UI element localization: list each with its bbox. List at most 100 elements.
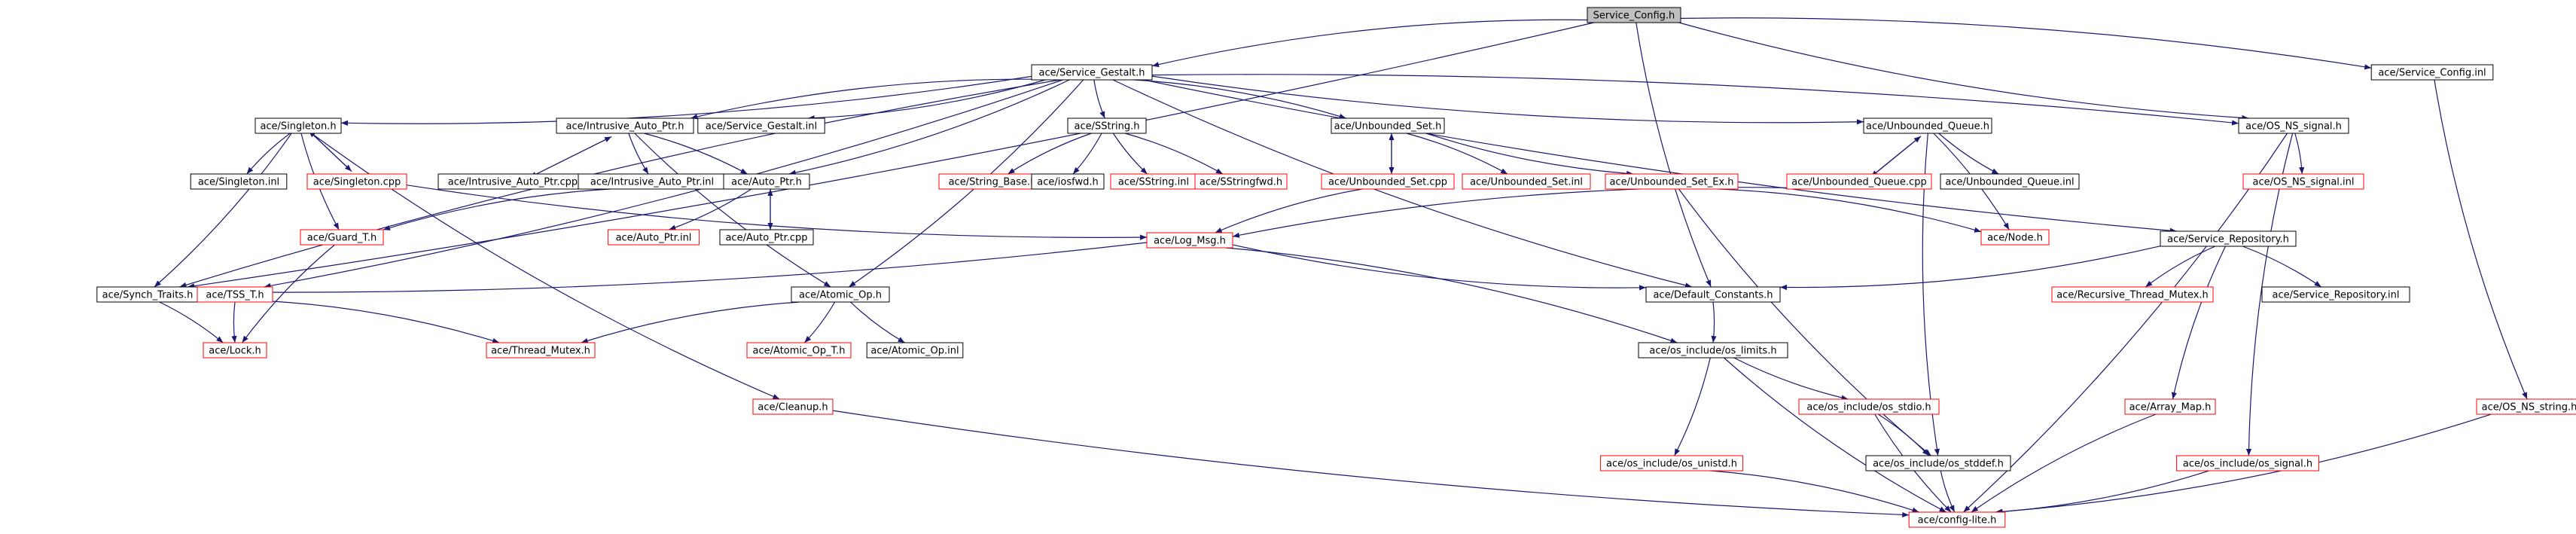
node-service_repository_inl[interactable]: ace/Service_Repository.inl bbox=[2261, 286, 2410, 303]
edge-line bbox=[1008, 133, 1092, 175]
edge-os_limits_h-to-config_lite_h bbox=[1724, 357, 1946, 513]
node-os_ns_string_h[interactable]: ace/OS_NS_string.h bbox=[2476, 398, 2576, 415]
node-auto_ptr_cpp[interactable]: ace/Auto_Ptr.cpp bbox=[719, 229, 814, 246]
node-sstring_h[interactable]: ace/SString.h bbox=[1067, 117, 1147, 134]
node-cleanup_h[interactable]: ace/Cleanup.h bbox=[752, 398, 834, 415]
edge-os_stdio_h-to-os_stddef_h bbox=[1877, 413, 1930, 456]
node-label: ace/Unbounded_Set.cpp bbox=[1328, 177, 1447, 188]
edge-unbounded_set_ex_h-to-node_h bbox=[1718, 188, 1982, 233]
edge-service_gestalt_h-to-unbounded_set_h bbox=[1133, 79, 1346, 119]
node-singleton_inl[interactable]: ace/Singleton.inl bbox=[190, 173, 288, 190]
edge-line bbox=[2171, 246, 2227, 400]
node-service_gestalt_h[interactable]: ace/Service_Gestalt.h bbox=[1031, 64, 1153, 81]
edge-service_gestalt_h-to-intrusive_auto_ptr_h bbox=[690, 78, 1032, 120]
node-box bbox=[1587, 7, 1681, 23]
node-guard_t_h[interactable]: ace/Guard_T.h bbox=[300, 229, 384, 246]
node-box bbox=[866, 342, 964, 359]
edge-line bbox=[788, 79, 1070, 175]
node-synch_traits_h[interactable]: ace/Synch_Traits.h bbox=[96, 286, 199, 303]
edge-line bbox=[803, 301, 836, 343]
node-unbounded_set_cpp[interactable]: ace/Unbounded_Set.cpp bbox=[1321, 173, 1455, 190]
node-sstring_inl[interactable]: ace/SString.inl bbox=[1110, 173, 1197, 190]
node-intrusive_auto_ptr_cpp[interactable]: ace/Intrusive_Auto_Ptr.cpp bbox=[437, 173, 588, 190]
node-intrusive_auto_ptr_h[interactable]: ace/Intrusive_Auto_Ptr.h bbox=[556, 117, 694, 134]
node-atomic_op_h[interactable]: ace/Atomic_Op.h bbox=[791, 286, 890, 303]
node-os_ns_signal_inl[interactable]: ace/OS_NS_signal.inl bbox=[2242, 173, 2364, 190]
edge-sstring_h-to-sstringfwd_h bbox=[1124, 133, 1224, 175]
node-array_map_h[interactable]: ace/Array_Map.h bbox=[2124, 398, 2216, 415]
node-unbounded_set_inl[interactable]: ace/Unbounded_Set.inl bbox=[1462, 173, 1591, 190]
node-box bbox=[1321, 173, 1455, 190]
node-label: ace/Intrusive_Auto_Ptr.cpp bbox=[448, 177, 578, 188]
edge-line bbox=[1963, 133, 2288, 513]
node-label: ace/Synch_Traits.h bbox=[102, 290, 194, 301]
node-service_gestalt_inl[interactable]: ace/Service_Gestalt.inl bbox=[697, 117, 825, 134]
edge-os_ns_string_h-to-config_lite_h bbox=[1995, 413, 2492, 514]
node-os_stddef_h[interactable]: ace/os_include/os_stddef.h bbox=[1865, 455, 2011, 471]
node-iosfwd_h[interactable]: ace/iosfwd.h bbox=[1031, 173, 1105, 190]
edge-os_ns_signal_h-to-config_lite_h bbox=[1963, 133, 2288, 513]
node-unbounded_queue_inl[interactable]: ace/Unbounded_Queue.inl bbox=[1940, 173, 2080, 190]
edge-sstring_h-to-iosfwd_h bbox=[1072, 133, 1102, 175]
node-intrusive_auto_ptr_inl[interactable]: ace/Intrusive_Auto_Ptr.inl bbox=[578, 173, 727, 190]
node-box bbox=[2238, 117, 2349, 134]
node-box bbox=[2370, 64, 2494, 81]
edge-default_constants_h-to-os_limits_h bbox=[1711, 301, 1717, 343]
node-sstringfwd_h[interactable]: ace/SStringfwd.h bbox=[1194, 173, 1288, 190]
node-thread_mutex_h[interactable]: ace/Thread_Mutex.h bbox=[486, 342, 596, 359]
edge-auto_ptr_h-to-auto_ptr_inl bbox=[669, 188, 752, 230]
node-recursive_thread_mutex_h[interactable]: ace/Recursive_Thread_Mutex.h bbox=[2051, 286, 2214, 303]
node-os_unistd_h[interactable]: ace/os_include/os_unistd.h bbox=[1600, 455, 1743, 471]
edge-service_gestalt_h-to-default_constants_h bbox=[1112, 79, 1693, 288]
edge-line bbox=[807, 79, 1046, 121]
node-unbounded_set_h[interactable]: ace/Unbounded_Set.h bbox=[1331, 117, 1445, 134]
node-label: ace/Unbounded_Queue.h bbox=[1866, 121, 1989, 133]
edge-line bbox=[669, 188, 752, 230]
node-label: ace/Unbounded_Queue.cpp bbox=[1791, 177, 1926, 188]
edge-line bbox=[1124, 133, 1224, 175]
node-singleton_h[interactable]: ace/Singleton.h bbox=[255, 117, 342, 134]
node-tss_t_h[interactable]: ace/TSS_T.h bbox=[197, 286, 273, 303]
node-label: ace/Guard_T.h bbox=[307, 233, 376, 244]
node-unbounded_set_ex_h[interactable]: ace/Unbounded_Set_Ex.h bbox=[1605, 173, 1739, 190]
node-service_config_inl[interactable]: ace/Service_Config.inl bbox=[2370, 64, 2494, 81]
node-unbounded_queue_h[interactable]: ace/Unbounded_Queue.h bbox=[1863, 117, 1992, 134]
node-box bbox=[2051, 286, 2214, 303]
edge-line bbox=[1877, 413, 1930, 456]
node-unbounded_queue_cpp[interactable]: ace/Unbounded_Queue.cpp bbox=[1786, 173, 1932, 190]
node-os_limits_h[interactable]: ace/os_include/os_limits.h bbox=[1638, 342, 1788, 359]
node-config_lite_h[interactable]: ace/config-lite.h bbox=[1908, 511, 2006, 528]
node-os_ns_signal_h[interactable]: ace/OS_NS_signal.h bbox=[2238, 117, 2349, 134]
edge-sstring_h-to-sstring_inl bbox=[1112, 133, 1148, 175]
edge-line bbox=[1143, 79, 2177, 233]
edge-os_limits_h-to-os_unistd_h bbox=[1674, 357, 1711, 456]
node-label: ace/String_Base.h bbox=[949, 177, 1037, 188]
node-node_h[interactable]: ace/Node.h bbox=[1980, 229, 2050, 246]
node-service_repository_h[interactable]: ace/Service_Repository.h bbox=[2160, 230, 2297, 247]
node-box bbox=[2160, 230, 2297, 247]
node-label: ace/OS_NS_signal.h bbox=[2245, 121, 2342, 133]
edge-line bbox=[1232, 187, 1788, 238]
node-box bbox=[719, 229, 814, 246]
node-atomic_op_t_h[interactable]: ace/Atomic_Op_T.h bbox=[746, 342, 852, 359]
node-log_msg_h[interactable]: ace/Log_Msg.h bbox=[1146, 232, 1233, 249]
node-string_base_h[interactable]: ace/String_Base.h bbox=[938, 173, 1047, 190]
node-label: ace/Singleton.inl bbox=[198, 177, 279, 188]
node-auto_ptr_inl[interactable]: ace/Auto_Ptr.inl bbox=[608, 229, 700, 246]
node-os_stdio_h[interactable]: ace/os_include/os_stdio.h bbox=[1798, 398, 1940, 415]
edge-line bbox=[1709, 470, 1919, 513]
node-box bbox=[2176, 455, 2319, 471]
node-label: ace/Node.h bbox=[1987, 233, 2043, 244]
edge-service_repository_h-to-service_repository_inl bbox=[2242, 246, 2322, 288]
edge-line bbox=[1151, 75, 1864, 125]
edge-line bbox=[1151, 74, 2239, 126]
node-singleton_cpp[interactable]: ace/Singleton.cpp bbox=[306, 173, 407, 190]
node-default_constants_h[interactable]: ace/Default_Constants.h bbox=[1645, 286, 1781, 303]
node-auto_ptr_h[interactable]: ace/Auto_Ptr.h bbox=[723, 173, 810, 190]
edge-intrusive_auto_ptr_h-to-atomic_op_h bbox=[634, 133, 831, 288]
node-box bbox=[1786, 173, 1932, 190]
edge-singleton_h-to-cleanup_h bbox=[311, 133, 780, 400]
node-lock_h[interactable]: ace/Lock.h bbox=[203, 342, 267, 359]
node-os_signal_h[interactable]: ace/os_include/os_signal.h bbox=[2176, 455, 2319, 471]
node-atomic_op_inl[interactable]: ace/Atomic_Op.inl bbox=[866, 342, 964, 359]
